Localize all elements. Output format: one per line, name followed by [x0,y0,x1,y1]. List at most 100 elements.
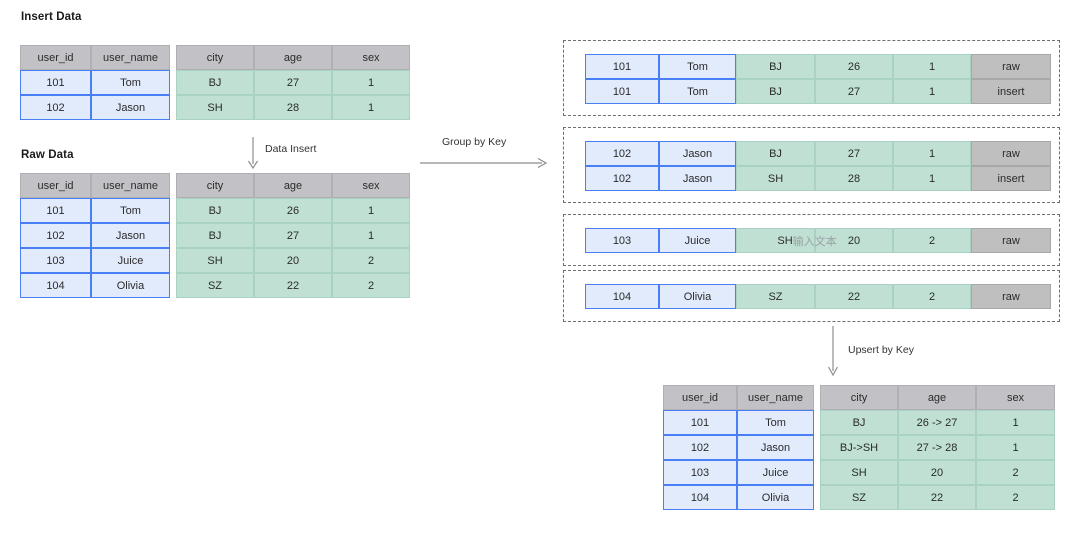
cell-city: SH [176,248,254,273]
cell-user-name: Tom [737,410,814,435]
group-table-104: 104 Olivia SZ 22 2 raw [585,284,1051,309]
cell-city: SH [820,460,898,485]
cell-user-name: Jason [659,166,736,191]
table-row: 102 Jason BJ 27 1 raw [585,141,1051,166]
cell-tag: raw [971,284,1051,309]
cell-age: 27 [254,70,332,95]
cell-sex: 1 [893,166,971,191]
group-by-key-label: Group by Key [442,136,507,148]
cell-age: 26 -> 27 [898,410,976,435]
col-header-sex: sex [332,45,410,70]
col-header-city: city [820,385,898,410]
cell-sex: 1 [332,70,410,95]
cell-user-name: Olivia [737,485,814,510]
cell-user-id: 104 [585,284,659,309]
cell-city: BJ [176,198,254,223]
col-header-user-name: user_name [91,173,170,198]
cell-user-name: Tom [91,70,170,95]
cell-user-id: 101 [585,54,659,79]
col-header-age: age [254,45,332,70]
insert-data-heading: Insert Data [21,11,82,23]
cell-user-id: 102 [20,223,91,248]
cell-city: SZ [820,485,898,510]
cell-sex: 2 [893,284,971,309]
cell-user-id: 102 [585,166,659,191]
cell-age: 22 [815,284,893,309]
raw-data-table: user_id user_name city age sex 101 Tom B… [20,173,410,298]
col-header-age: age [254,173,332,198]
col-header-sex: sex [976,385,1055,410]
col-header-user-name: user_name [91,45,170,70]
cell-city: BJ [736,141,815,166]
cell-city: BJ [820,410,898,435]
table-row: 101 Tom BJ 27 1 insert [585,79,1051,104]
cell-age: 22 [254,273,332,298]
cell-age: 28 [254,95,332,120]
cell-user-name: Tom [659,54,736,79]
cell-sex: 1 [893,54,971,79]
col-header-user-id: user_id [663,385,737,410]
col-header-sex: sex [332,173,410,198]
cell-user-name: Juice [737,460,814,485]
insert-data-table: user_id user_name city age sex 101 Tom B… [20,45,410,120]
group-table-102: 102 Jason BJ 27 1 raw 102 Jason SH 28 1 … [585,141,1051,191]
table-row: 101 Tom BJ 26 1 [20,198,410,223]
cell-age: 20 [815,228,893,253]
table-row: 101 Tom BJ 26 -> 27 1 [663,410,1055,435]
cell-city: BJ->SH [820,435,898,460]
cell-city-value: SH [777,234,793,247]
col-header-city: city [176,45,254,70]
cell-sex: 2 [893,228,971,253]
cell-city: SZ [736,284,815,309]
data-insert-arrow-icon [247,137,259,170]
cell-user-id: 103 [663,460,737,485]
table-row: 103 Juice SH 20 2 [663,460,1055,485]
cell-user-name: Juice [659,228,736,253]
upsert-by-key-arrow-icon [827,326,839,377]
table-row: 102 Jason SH 28 1 insert [585,166,1051,191]
cell-user-id: 101 [20,70,91,95]
cell-city: SZ [176,273,254,298]
group-box-102 [563,127,1060,203]
cell-sex: 2 [332,248,410,273]
cell-age: 28 [815,166,893,191]
table-row: 104 Olivia SZ 22 2 [20,273,410,298]
col-header-age: age [898,385,976,410]
cell-user-name: Jason [91,223,170,248]
cell-user-name: Jason [659,141,736,166]
cell-age: 26 [254,198,332,223]
cell-age: 27 [815,79,893,104]
cell-city: BJ [176,223,254,248]
col-header-user-id: user_id [20,173,91,198]
cell-sex: 2 [976,460,1055,485]
cell-tag: insert [971,79,1051,104]
cell-user-name: Tom [91,198,170,223]
cell-user-name: Tom [659,79,736,104]
table-row: 104 Olivia SZ 22 2 [663,485,1055,510]
cell-user-name: Juice [91,248,170,273]
group-box-104 [563,270,1060,322]
cell-user-id: 104 [20,273,91,298]
cell-user-id: 102 [663,435,737,460]
table-row: 101 Tom BJ 26 1 raw [585,54,1051,79]
cell-user-id: 101 [585,79,659,104]
cell-age: 27 [254,223,332,248]
cell-sex: 1 [893,79,971,104]
cell-user-id: 102 [585,141,659,166]
city-input-placeholder: 输入文本 [792,235,837,248]
cell-tag: raw [971,54,1051,79]
cell-age: 22 [898,485,976,510]
cell-city: BJ [736,79,815,104]
cell-sex: 1 [976,410,1055,435]
cell-sex: 1 [976,435,1055,460]
cell-age: 20 [254,248,332,273]
table-row: 101 Tom BJ 27 1 [20,70,410,95]
upsert-by-key-label: Upsert by Key [848,344,914,356]
col-header-user-name: user_name [737,385,814,410]
cell-user-id: 102 [20,95,91,120]
cell-age: 27 [815,141,893,166]
